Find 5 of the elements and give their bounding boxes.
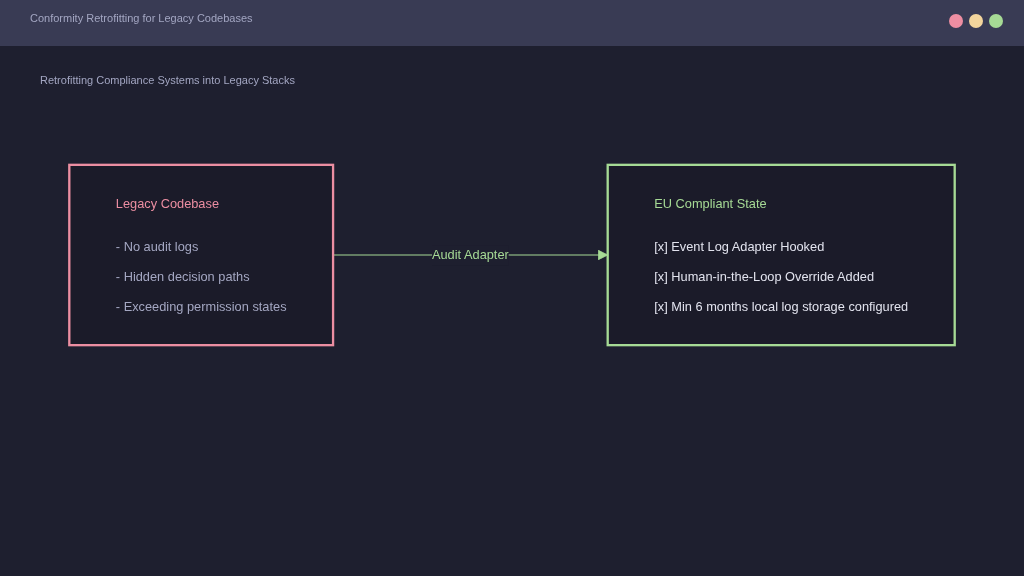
node-box: EU Compliant State [x] Event Log Adapter Hooked [x] Human-in-the-Loop Override Added [x] Min 6 months local log storage configured	[606, 163, 956, 347]
window-title: Conformity Retrofitting for Legacy Codebases	[30, 12, 253, 24]
subtitle: Retrofitting Compliance Systems into Legacy Stacks	[40, 74, 295, 86]
node-box: Legacy Codebase - No audit logs - Hidden decision paths - Exceeding permission states	[68, 163, 335, 347]
edge-label: Audit Adapter	[431, 247, 509, 262]
